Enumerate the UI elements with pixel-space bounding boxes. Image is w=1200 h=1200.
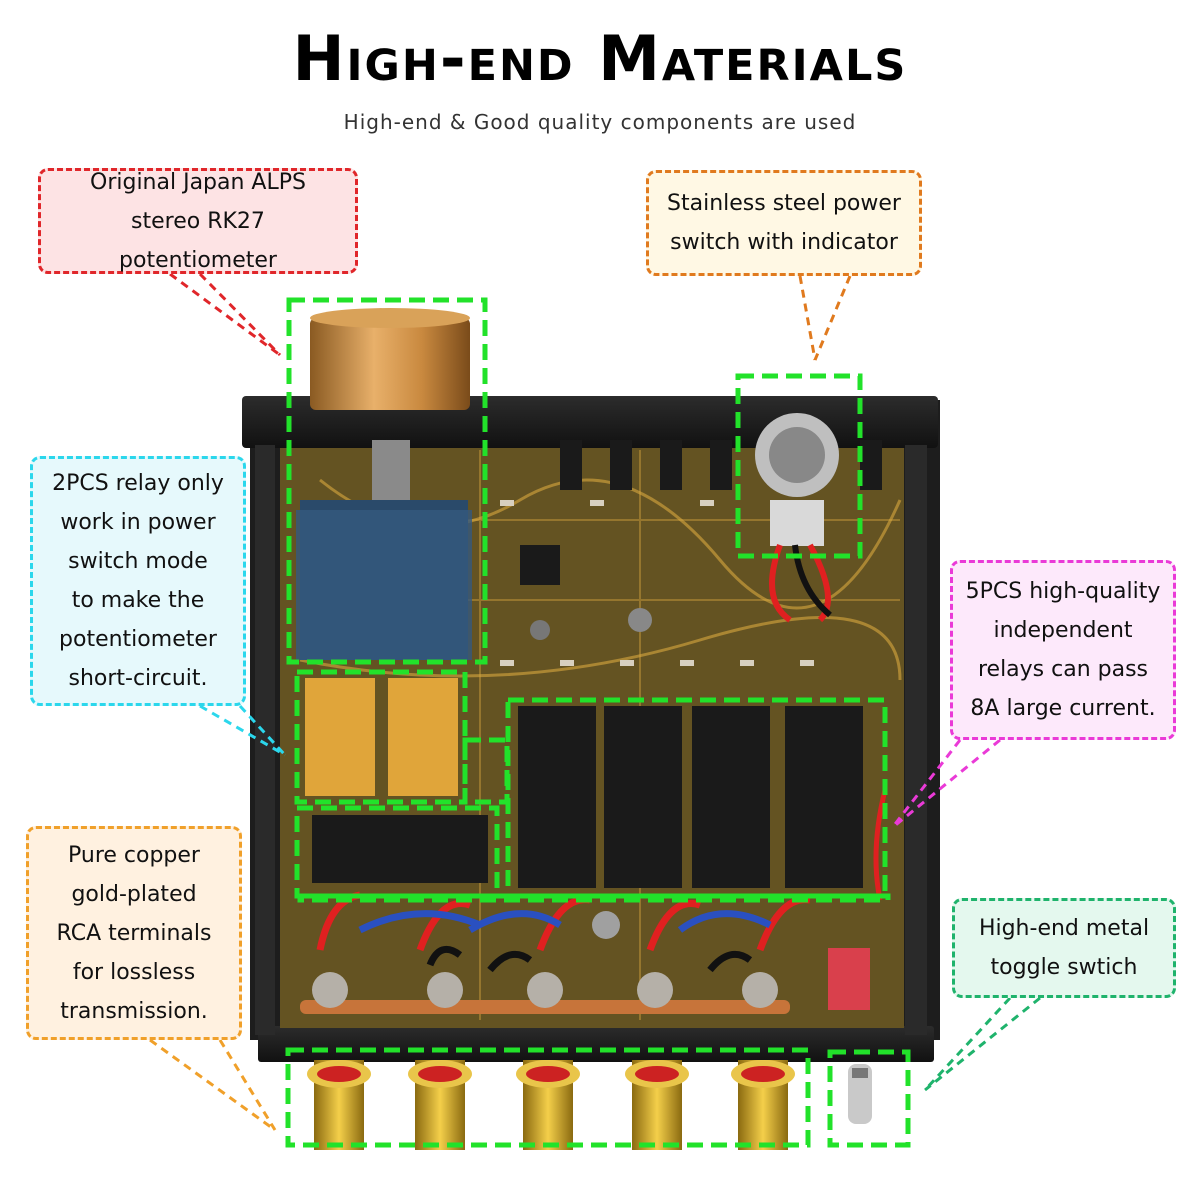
- callout-rca-terminals: Pure copper gold-plated RCA terminals fo…: [26, 826, 242, 1040]
- highlight-boxes: [285, 297, 911, 1148]
- relays-5pcs: [518, 706, 888, 901]
- callout-alps-potentiometer: Original Japan ALPS stereo RK27 potentio…: [38, 168, 358, 274]
- rca-terminals: [307, 1060, 795, 1150]
- wires: [316, 891, 811, 973]
- callout-pointers: [149, 272, 1041, 1132]
- callout-relays-2pcs: 2PCS relay only work in power switch mod…: [30, 456, 246, 706]
- alps-potentiometer: [296, 308, 472, 660]
- toggle-switch-body: [828, 948, 870, 1010]
- toggle-lever: [848, 1064, 872, 1124]
- relays-2pcs: [305, 678, 488, 883]
- callout-power-switch: Stainless steel power switch with indica…: [646, 170, 922, 276]
- power-switch: [755, 413, 839, 623]
- callout-toggle-switch: High-end metal toggle swtich: [952, 898, 1176, 998]
- copper-ground-bar: [300, 911, 790, 1014]
- page-title: High-end Materials: [292, 22, 908, 95]
- page-subtitle: High-end & Good quality components are u…: [343, 110, 857, 134]
- callout-relays-5pcs: 5PCS high-quality independent relays can…: [950, 560, 1176, 740]
